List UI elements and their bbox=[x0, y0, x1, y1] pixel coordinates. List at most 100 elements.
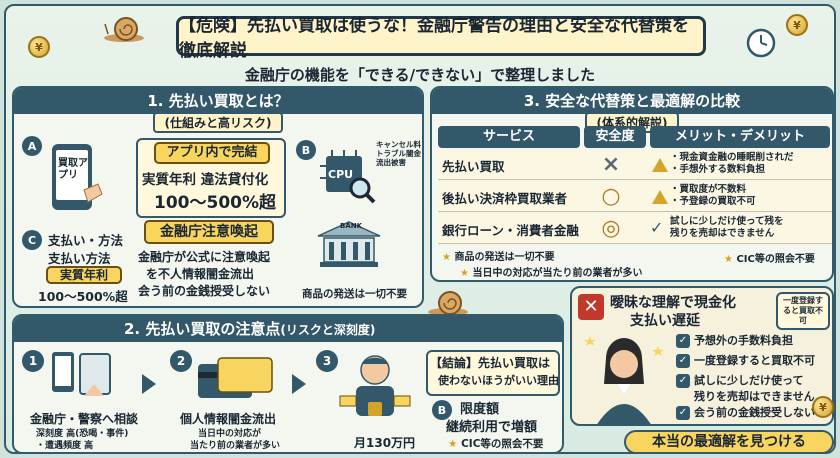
table-row: 後払い決済枠買取業者 ○ ・買取度が不数料 ・予登録の買取不可 bbox=[438, 182, 832, 212]
c-line-2: 支払い方法 bbox=[48, 251, 111, 266]
badge-c: C bbox=[22, 230, 42, 250]
section-2-heading-text: 2. 先払い買取の注意点 bbox=[124, 320, 281, 338]
check-item: 残りを売却はできません bbox=[694, 388, 815, 404]
section-caution: 2. 先払い買取の注意点(リスクと深刻度) 1 金融庁・警察へ相談 深刻度 高(… bbox=[12, 314, 564, 452]
check-icon: ✓ bbox=[650, 218, 664, 237]
table-note-2: ★ 当日中の対応が当たり前の業者が多い bbox=[460, 264, 642, 279]
check-text: 会う前の金銭授受しない bbox=[694, 406, 815, 419]
step-2-note-2: 当たり前の業者が多い bbox=[190, 441, 281, 451]
double-circle-icon: ◎ bbox=[601, 216, 621, 241]
conclusion-line: 使わないほうがいい理由 bbox=[438, 374, 559, 387]
bank-label: BANK bbox=[340, 222, 363, 230]
row-desc-2: ・手想外する数料負担 bbox=[670, 164, 766, 175]
star-icon: ★ bbox=[442, 252, 451, 263]
snail-icon bbox=[104, 17, 144, 42]
conclusion-card bbox=[426, 350, 560, 396]
bank-caption: 商品の発送は一切不要 bbox=[302, 288, 407, 300]
conclusion-title: 【結論】先払い買取は bbox=[430, 356, 551, 370]
step-2-note-1: 当日中の対応が bbox=[198, 429, 262, 439]
check-icon: ✓ bbox=[676, 406, 690, 420]
limit-line-1: 限度額 bbox=[460, 402, 500, 417]
warn-line-3: 会う前の金銭授受しない bbox=[138, 284, 271, 298]
section-2-heading-suffix: (リスクと深刻度) bbox=[280, 323, 376, 337]
column-merits: メリット・デメリット bbox=[650, 126, 830, 148]
infographic-frame: ¥ ¥ 【危険】先払い買取は使うな！金融庁警告の理由と安全な代替策を徹底解説 金… bbox=[4, 4, 836, 454]
step-2-number: 2 bbox=[170, 350, 192, 372]
bank-icon bbox=[317, 221, 381, 267]
limit-line-2: 継続利用で増額 bbox=[446, 420, 538, 435]
step-1-number: 1 bbox=[22, 350, 44, 372]
cross-icon: × bbox=[601, 152, 621, 177]
table-note-1: ★ 商品の発送は一切不要 bbox=[442, 248, 554, 263]
row-desc-2: ・予登録の買取不可 bbox=[670, 196, 756, 207]
cpu-caption: キャンセル料トラブル闇金流出被害 bbox=[376, 140, 421, 167]
row-name: 後払い決済枠買取業者 bbox=[442, 191, 568, 206]
note-2-text: 当日中の対応が当たり前の業者が多い bbox=[472, 268, 643, 279]
check-text: 試しに少しだけ使って bbox=[694, 374, 804, 387]
row-desc-1: 試しに少しだけ使って残を bbox=[670, 216, 784, 227]
row-desc-2: 残りを売却はできません bbox=[670, 228, 775, 239]
note-1-text: 商品の発送は一切不要 bbox=[454, 252, 555, 263]
coin-icon: ¥ bbox=[786, 14, 808, 36]
circle-icon: ○ bbox=[601, 184, 621, 209]
row-name: 銀行ローン・消費者金融 bbox=[442, 223, 579, 238]
table-row: 先払い買取 × ・現金資金融の睡眠削されだ ・手想外する数料負担 bbox=[438, 150, 832, 180]
smartphone-icon bbox=[52, 144, 103, 210]
cic-note-text: CIC等の照会不要 bbox=[736, 254, 815, 265]
section-2-cic-note: ★ CIC等の照会不要 bbox=[448, 436, 543, 451]
step-3-number: 3 bbox=[316, 350, 338, 372]
stressed-person-icon bbox=[339, 355, 411, 416]
badge-a: A bbox=[22, 136, 42, 156]
badge-b: B bbox=[432, 400, 452, 420]
phone-hand-icon bbox=[52, 352, 111, 396]
red-cross-icon: ✕ bbox=[578, 294, 604, 320]
page-title: 【危険】先払い買取は使うな！金融庁警告の理由と安全な代替策を徹底解説 bbox=[176, 16, 706, 61]
section-4-title-1: 曖昧な理解で現金化 bbox=[610, 295, 736, 311]
clock-icon bbox=[746, 28, 776, 58]
c-line-3: 100～500%超 bbox=[38, 289, 128, 304]
check-icon: ✓ bbox=[676, 374, 690, 388]
arrow-right-icon bbox=[142, 374, 156, 394]
step-1-note-1: 深刻度 高(恐喝・事件) bbox=[36, 429, 129, 439]
c-tag-rate: 実質年利 bbox=[46, 266, 122, 284]
arrow-right-icon bbox=[292, 374, 306, 394]
check-text: 残りを売却はできません bbox=[694, 390, 815, 403]
warning-triangle-icon bbox=[652, 190, 668, 204]
credit-card-icon bbox=[198, 357, 273, 398]
final-solution-banner: 本当の最適解を見つける bbox=[624, 430, 834, 452]
side-note-card: 一度登録すると買取不可 bbox=[776, 292, 830, 330]
section-4-title-2: 支払い遅延 bbox=[630, 313, 700, 329]
star-icon: ★ bbox=[448, 438, 458, 450]
check-text: 予想外の手数料負担 bbox=[694, 334, 793, 347]
cpu-label: CPU bbox=[328, 168, 354, 181]
section-2-heading: 2. 先払い買取の注意点(リスクと深刻度) bbox=[14, 316, 562, 342]
check-item: ✓一度登録すると買取不可 bbox=[676, 352, 815, 368]
section-1-heading: 1. 先払い買取とは？ bbox=[14, 88, 422, 114]
section-alternatives: 3. 安全な代替策と最適解の比較 (体系的解説) サービス 安全度 メリット・デ… bbox=[430, 86, 834, 282]
page-subtitle: 金融庁の機能を「できる/できない」で整理しました bbox=[244, 66, 596, 84]
card-line-2: 100～500%超 bbox=[154, 193, 277, 213]
column-safety: 安全度 bbox=[584, 126, 646, 148]
cic-note-text: CIC等の照会不要 bbox=[461, 438, 544, 450]
step-1-label: 金融庁・警察へ相談 bbox=[30, 412, 139, 426]
step-1-note-2: ・遭遇頻度 高 bbox=[36, 441, 94, 451]
section-what-is-prepay: 1. 先払い買取とは？ (仕組みと高リスク) A 買取アプリ アプリ内で完結 実… bbox=[12, 86, 424, 308]
row-name: 先払い買取 bbox=[442, 159, 505, 174]
row-desc-1: ・現金資金融の睡眠削されだ bbox=[670, 152, 794, 163]
row-desc-1: ・買取度が不数料 bbox=[670, 184, 747, 195]
warn-line-1: 金融庁が公式に注意喚起 bbox=[138, 250, 271, 264]
section-optimal: ✕ 曖昧な理解で現金化 支払い遅延 一度登録すると買取不可 ✓ 予想外の手数料負担… bbox=[570, 286, 834, 426]
in-app-tag: アプリ内で完結 bbox=[154, 142, 270, 164]
table-cic-note: ★ CIC等の照会不要 bbox=[724, 250, 815, 265]
check-item: ✓ 試しに少しだけ使って bbox=[676, 372, 803, 388]
step-3-label: 月130万円 bbox=[354, 436, 416, 450]
check-icon: ✓ bbox=[676, 334, 690, 348]
businesswoman-icon bbox=[584, 336, 664, 424]
card-line-1: 実質年利 違法貸付化 bbox=[142, 172, 269, 188]
star-icon: ★ bbox=[460, 268, 469, 279]
coin-icon: ¥ bbox=[812, 396, 834, 418]
step-2-label: 個人情報闇金流出 bbox=[180, 412, 277, 426]
side-note-text: 一度登録すると買取不可 bbox=[783, 296, 823, 325]
warning-triangle-icon bbox=[652, 158, 668, 172]
table-row: 銀行ローン・消費者金融 ◎ ✓ 試しに少しだけ使って残を 残りを売却はできません bbox=[438, 214, 832, 244]
